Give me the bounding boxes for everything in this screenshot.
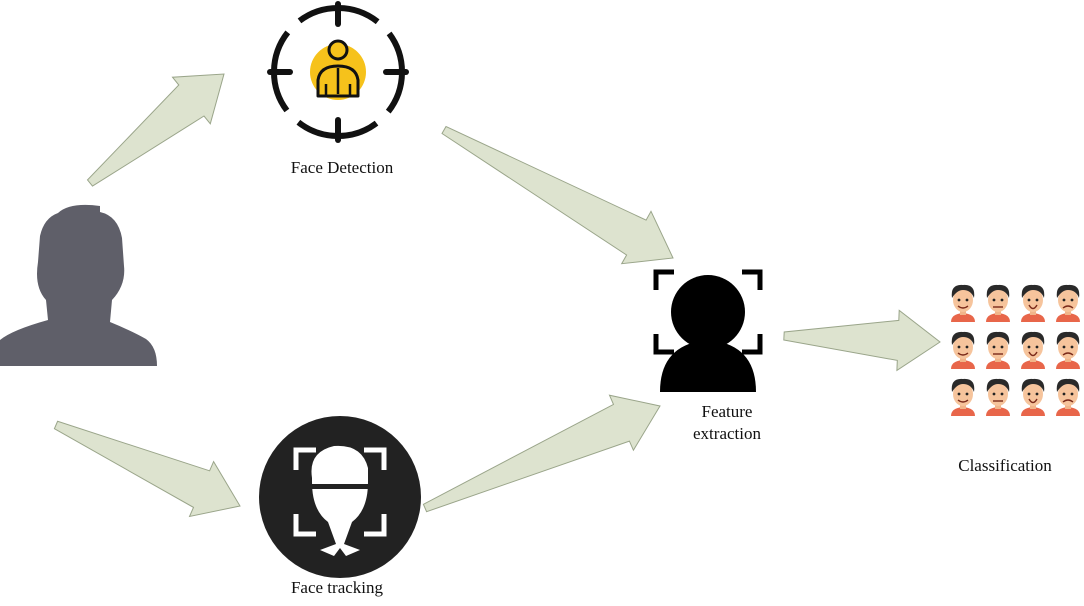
face-icon bbox=[986, 378, 1010, 416]
face-icon bbox=[951, 284, 975, 322]
person-silhouette-icon bbox=[0, 204, 157, 366]
person-scan-icon bbox=[653, 269, 763, 392]
face-icon bbox=[986, 284, 1010, 322]
face-icon bbox=[986, 331, 1010, 369]
arrows-layer bbox=[53, 73, 941, 518]
face-icon bbox=[1056, 284, 1080, 322]
face-icon bbox=[951, 331, 975, 369]
feature-extraction-label-line2: extraction bbox=[693, 424, 761, 443]
face-scan-circle-icon bbox=[259, 416, 421, 578]
classification-label: Classification bbox=[958, 456, 1052, 475]
face-target-icon bbox=[267, 1, 409, 143]
face-tracking-label: Face tracking bbox=[290, 578, 384, 597]
face-icon bbox=[1056, 378, 1080, 416]
face-detection-label: Face Detection bbox=[290, 158, 394, 177]
face-icon bbox=[1021, 284, 1045, 322]
face-icon bbox=[1056, 331, 1080, 369]
face-icon bbox=[1021, 378, 1045, 416]
arrow-input-person-to-face-detection bbox=[86, 73, 225, 187]
arrow-face-detection-to-feature-extraction bbox=[441, 125, 674, 265]
feature-extraction-label-line1: Feature bbox=[701, 402, 753, 421]
feature-extraction-label: Feature extraction bbox=[672, 401, 782, 445]
face-icon bbox=[951, 378, 975, 416]
arrow-face-tracking-to-feature-extraction bbox=[422, 394, 661, 513]
face-icon bbox=[1021, 331, 1045, 369]
arrow-input-person-to-face-tracking bbox=[53, 420, 241, 518]
arrow-feature-extraction-to-classification bbox=[783, 309, 941, 372]
expression-faces-grid-icon bbox=[951, 284, 1080, 416]
